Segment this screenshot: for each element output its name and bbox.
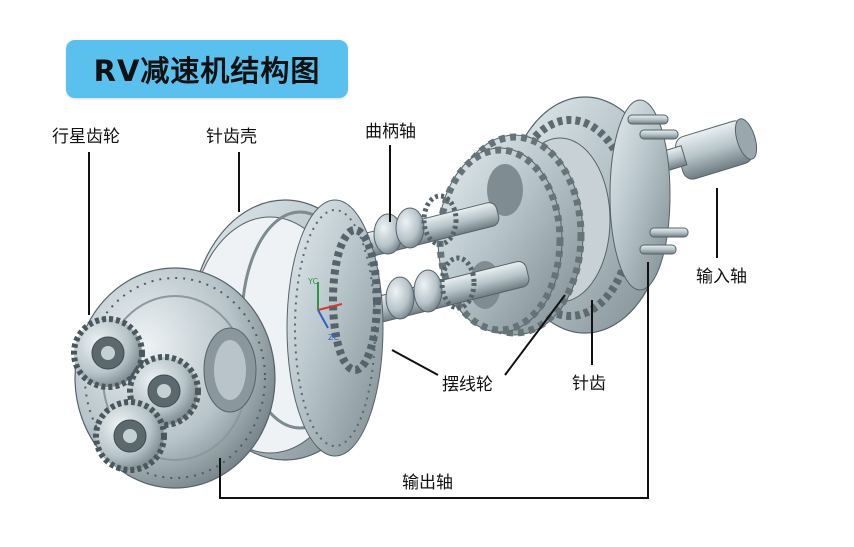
crankshaft-part	[340, 193, 530, 325]
label-crankshaft: 曲柄轴	[365, 122, 416, 142]
diagram-title: RV减速机结构图	[93, 54, 321, 88]
leader-cycloid-left	[391, 349, 439, 376]
label-pin-tooth: 针齿	[572, 374, 606, 394]
leader-cycloid-right	[504, 294, 566, 376]
title-banner: RV减速机结构图	[66, 40, 348, 98]
leader-lines	[88, 145, 718, 499]
label-planet-gear: 行星齿轮	[52, 127, 120, 147]
axis-y-label: YC	[307, 277, 318, 286]
label-output-shaft: 输出轴	[402, 473, 453, 493]
label-pin-housing: 针齿壳	[206, 127, 257, 147]
leader-output-shaft	[219, 262, 649, 499]
axis-triad: YC ZC	[307, 277, 343, 342]
label-input-shaft: 输入轴	[696, 267, 747, 287]
label-cycloid-wheel: 摆线轮	[442, 375, 493, 395]
planet-gear-part	[71, 316, 201, 473]
axis-z-label: ZC	[328, 333, 339, 342]
cycloid-wheel-part	[436, 133, 585, 337]
